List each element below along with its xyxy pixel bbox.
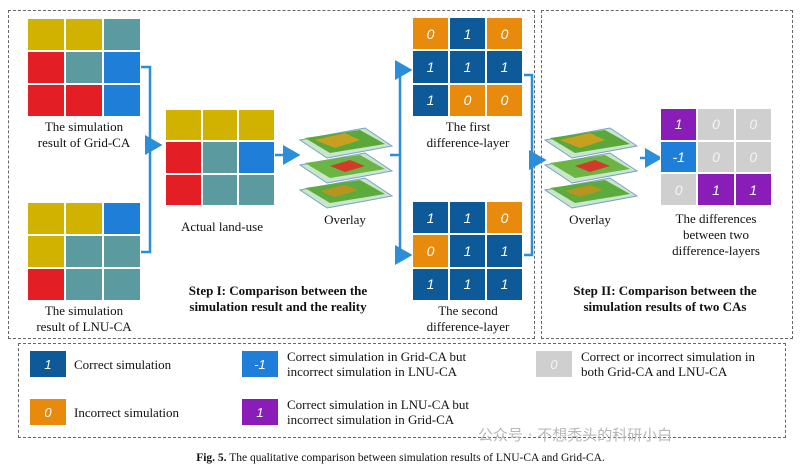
- first-diff-cell: 1: [412, 50, 449, 84]
- second-diff-cell: 1: [449, 267, 486, 301]
- legend-text-correct: Correct simulation: [74, 357, 172, 372]
- differences-cell: 0: [734, 140, 772, 174]
- arrow-overlay-to-second: [395, 155, 413, 265]
- watermark: 公众号 · 不想秃头的科研小白: [478, 426, 673, 444]
- grid-ca-cell: [103, 51, 141, 84]
- differences-cell: 0: [697, 140, 735, 174]
- actual-cell: [201, 109, 239, 142]
- grid-ca-cell: [65, 51, 103, 84]
- lnu-ca-cell: [103, 268, 141, 301]
- first-diff-cell: 0: [486, 83, 523, 117]
- first-diff-cell: 1: [449, 50, 486, 84]
- grid-ca-result-grid: [27, 18, 141, 117]
- differences-cell: 1: [660, 108, 698, 141]
- lnu-ca-cell: [27, 202, 65, 235]
- first-diff-cell: 1: [412, 83, 449, 117]
- second-diff-cell: 0: [486, 201, 523, 235]
- legend-swatch-incorrect: 0: [30, 399, 66, 425]
- overlay-label-1: Overlay: [324, 212, 366, 227]
- arrow-second-to-overlay2: [524, 160, 534, 257]
- legend-panel: [18, 343, 786, 438]
- lnu-ca-result-grid: [27, 202, 141, 301]
- arrow-lnuca-to-actual: [140, 145, 152, 254]
- first-diff-cell: 0: [412, 17, 449, 51]
- legend-swatch-correct: 1: [30, 351, 66, 377]
- lnu-ca-cell: [27, 268, 65, 301]
- actual-cell: [201, 141, 239, 174]
- grid-ca-cell: [27, 18, 65, 51]
- grid-ca-cell: [27, 84, 65, 117]
- overlay-label-2: Overlay: [569, 212, 611, 227]
- lnu-ca-cell: [65, 202, 103, 235]
- actual-land-use-label: Actual land-use: [181, 219, 263, 234]
- grid-ca-cell: [103, 84, 141, 117]
- lnu-ca-cell: [65, 235, 103, 268]
- second-diff-cell: 1: [412, 267, 449, 301]
- lnu-ca-cell: [103, 202, 141, 235]
- figure-caption: Fig. 5. The qualitative comparison betwe…: [196, 452, 605, 464]
- grid-ca-cell: [103, 18, 141, 51]
- actual-cell: [238, 173, 275, 206]
- overlay-map-stack-2: [543, 127, 639, 209]
- second-diff-cell: 1: [449, 234, 486, 268]
- lnu-ca-cell: [103, 235, 141, 268]
- step2-panel: [541, 10, 793, 339]
- first-diff-cell: 0: [449, 83, 486, 117]
- arrow-first-to-overlay2: [524, 73, 547, 170]
- legend-swatch-grid-correct: -1: [242, 351, 278, 377]
- grid-ca-cell: [65, 84, 103, 117]
- arrow-gridca-to-actual: [140, 65, 163, 155]
- first-diff-cell: 0: [486, 17, 523, 51]
- grid-ca-cell: [27, 51, 65, 84]
- legend-swatch-lnu-correct: 1: [242, 399, 278, 425]
- actual-cell: [165, 141, 202, 174]
- actual-cell: [238, 141, 275, 174]
- lnu-ca-cell: [27, 235, 65, 268]
- actual-land-use-grid: [165, 109, 275, 206]
- step1-panel: [8, 10, 535, 339]
- legend-text-incorrect: Incorrect simulation: [74, 405, 180, 420]
- actual-cell: [165, 109, 202, 142]
- differences-cell: 1: [697, 173, 735, 206]
- second-diff-cell: 1: [449, 201, 486, 235]
- legend-swatch-both: 0: [536, 351, 572, 377]
- overlay-map-stack-1: [298, 127, 394, 209]
- differences-cell: 1: [734, 173, 772, 206]
- differences-cell: 0: [660, 173, 698, 206]
- actual-cell: [201, 173, 239, 206]
- second-diff-cell: 1: [486, 267, 523, 301]
- lnu-ca-cell: [65, 268, 103, 301]
- second-diff-cell: 0: [412, 234, 449, 268]
- arrow-overlay-to-first: [390, 60, 413, 157]
- differences-cell: -1: [660, 140, 698, 174]
- actual-cell: [165, 173, 202, 206]
- second-diff-cell: 1: [412, 201, 449, 235]
- grid-ca-cell: [65, 18, 103, 51]
- second-diff-cell: 1: [486, 234, 523, 268]
- first-diff-cell: 1: [486, 50, 523, 84]
- differences-cell: 0: [734, 108, 772, 141]
- first-diff-cell: 1: [449, 17, 486, 51]
- differences-cell: 0: [697, 108, 735, 141]
- actual-cell: [238, 109, 275, 142]
